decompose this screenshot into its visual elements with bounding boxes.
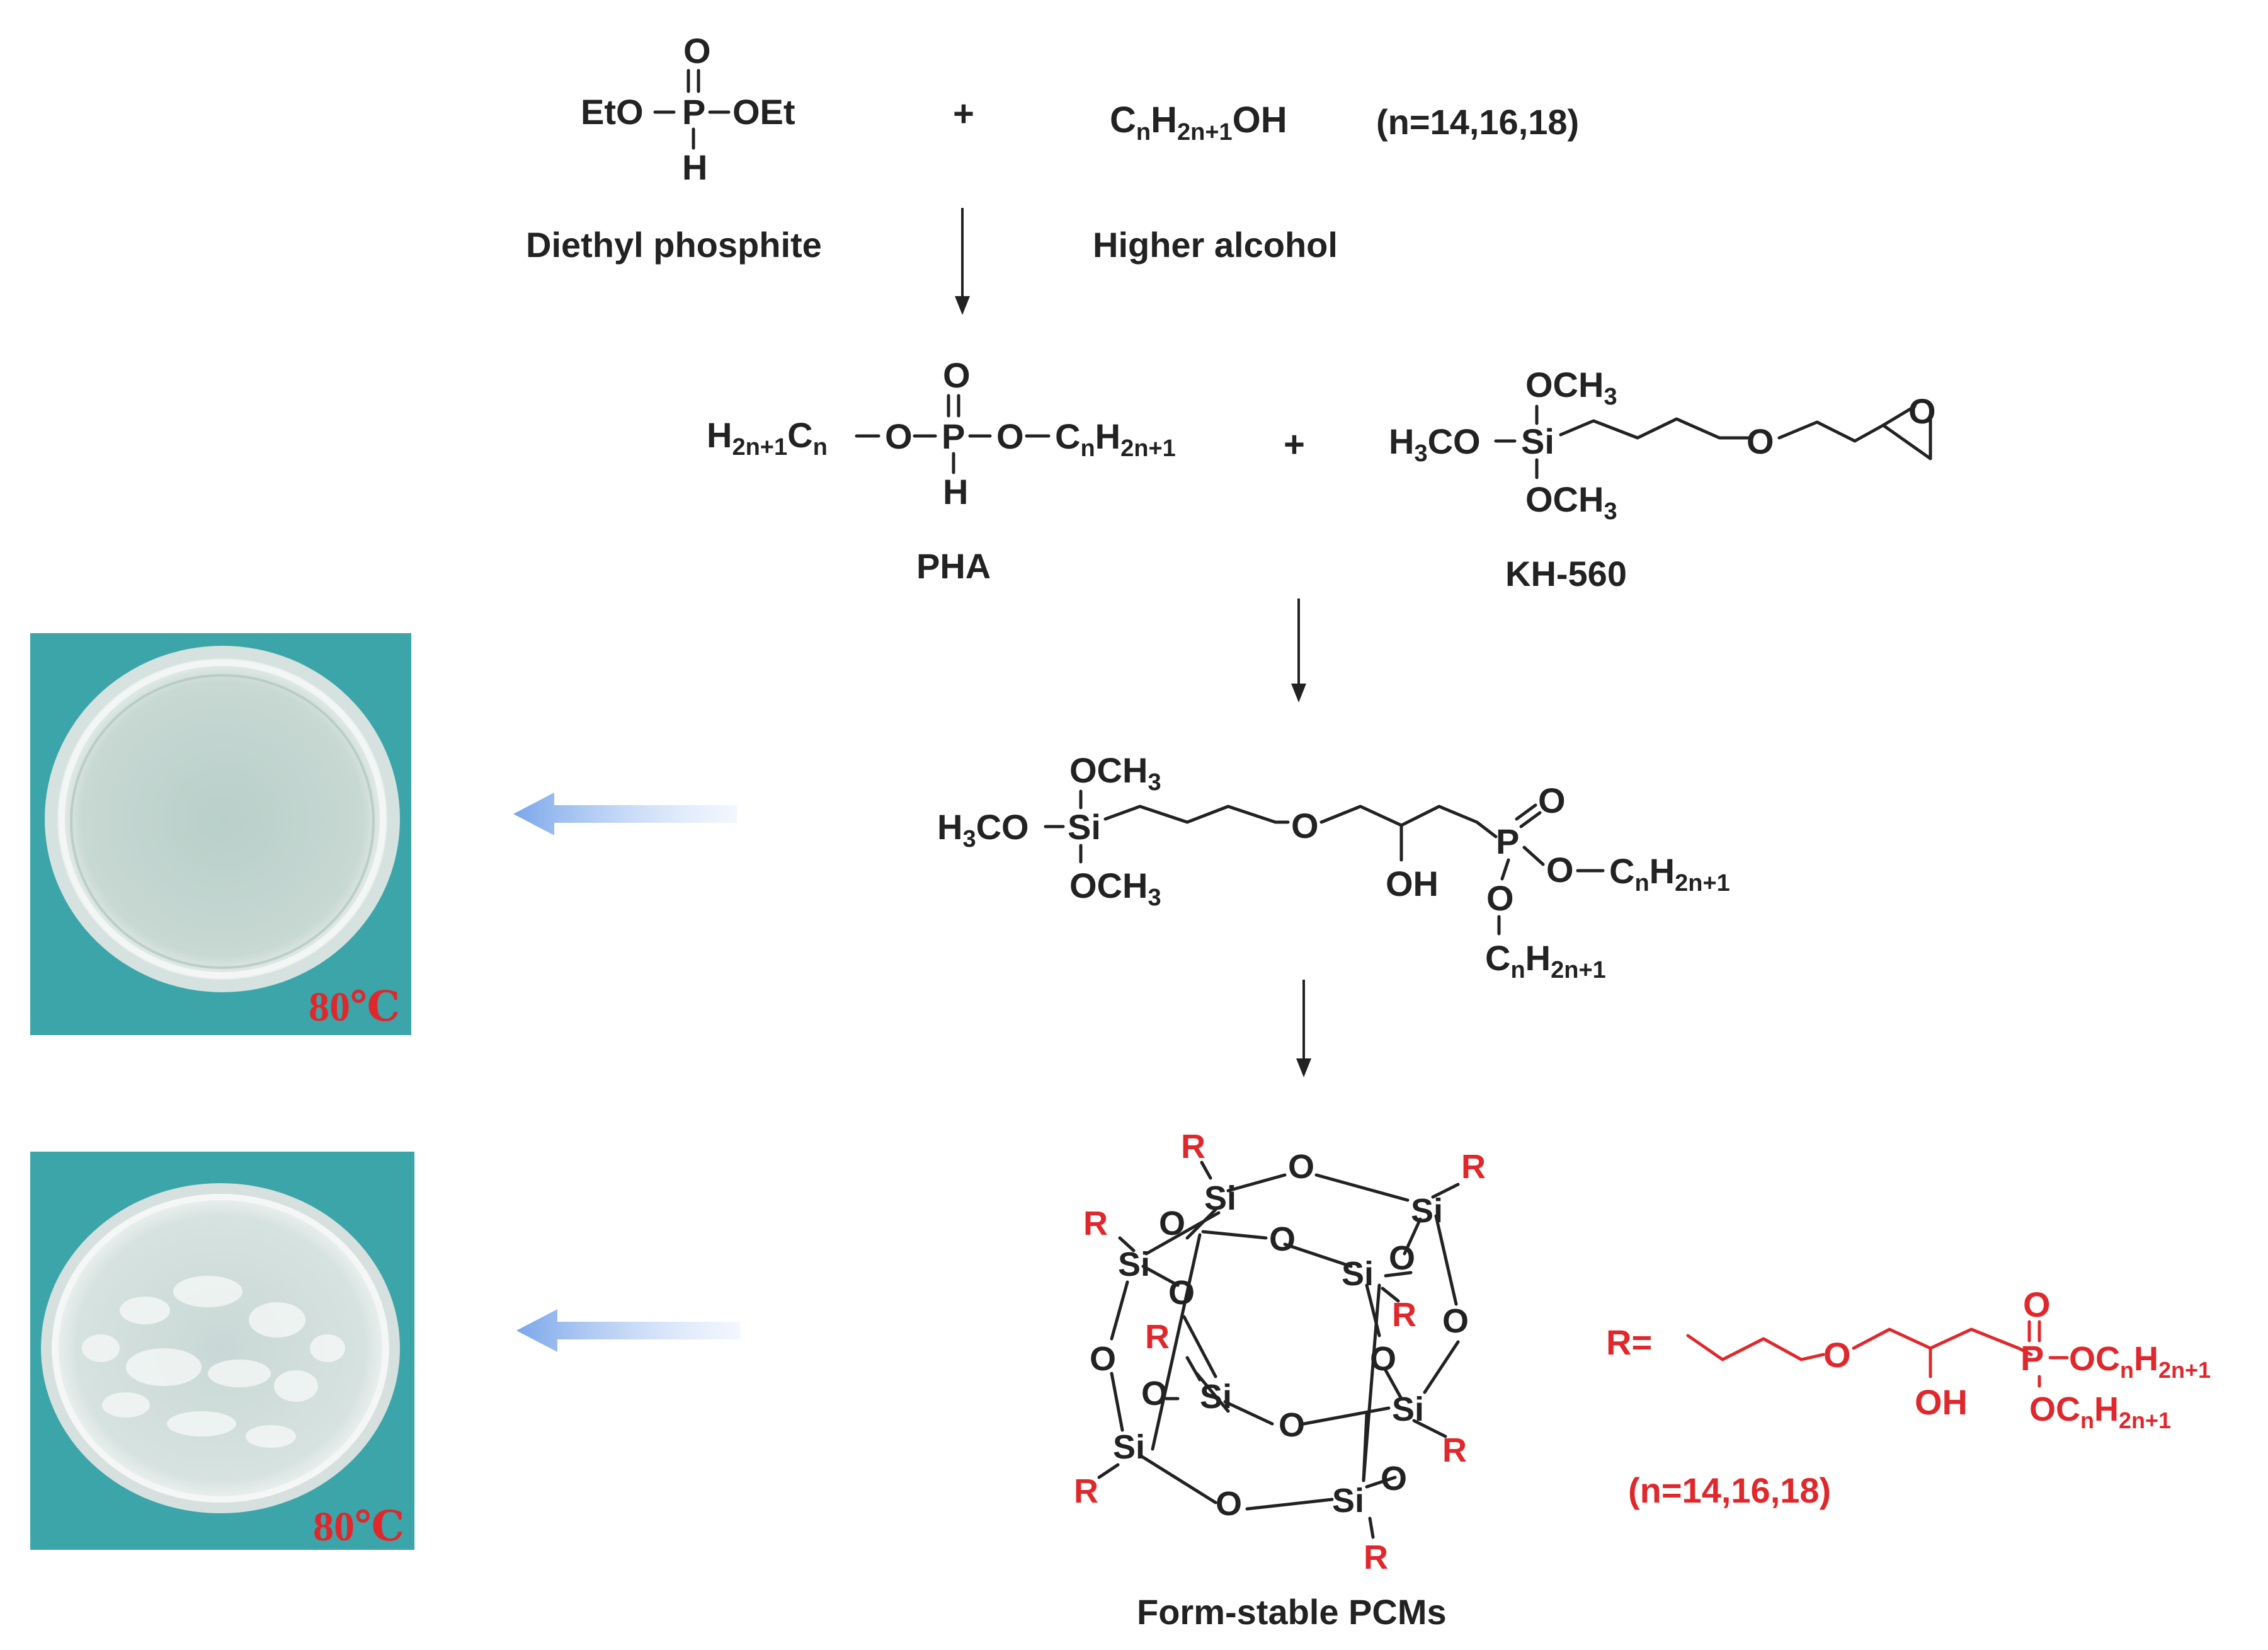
kh560-och3-bottom: OCH3 <box>1525 479 1617 525</box>
cage-r-2: R <box>1461 1148 1486 1186</box>
reaction-arrows <box>955 208 1311 1077</box>
adduct-oh-group: OH <box>1386 864 1439 903</box>
cage-si-3: Si <box>1118 1246 1150 1283</box>
r-group-definition: R= O OH P O OCnH2n+1 OCnH2n+1 (n=14,16,1… <box>1606 1285 2211 1510</box>
higher-alcohol-label: Higher alcohol <box>1093 225 1338 265</box>
form-stable-pcms-label: Form-stable PCMs <box>1137 1592 1447 1632</box>
cage-si-5: Si <box>1200 1378 1232 1416</box>
cage-o-8: O <box>1370 1340 1396 1378</box>
kh560-si-atom: Si <box>1521 421 1554 461</box>
cage-o-5: O <box>1168 1274 1195 1312</box>
poss-cage-structure: Si Si Si Si Si Si Si Si O O O O O O O O … <box>1074 1128 1486 1632</box>
adduct-right-chain: CnH2n+1 <box>1609 851 1730 897</box>
cage-o-7: O <box>1090 1340 1116 1378</box>
kh560-structure: OCH3 H3CO Si OCH3 O O KH-560 <box>1389 365 1936 593</box>
r-def-oc-chain-2: OCnH2n+1 <box>2029 1390 2171 1433</box>
cage-o-4: O <box>1389 1239 1415 1277</box>
cage-o-11: O <box>1381 1460 1407 1498</box>
n-condition-bottom: (n=14,16,18) <box>1628 1470 1831 1510</box>
kh560-epoxide-o-atom: O <box>1908 391 1936 431</box>
reaction-arrowhead-1 <box>955 296 970 315</box>
phosphite-oet-group: OEt <box>732 92 795 132</box>
pha-p-atom: P <box>942 416 965 456</box>
phosphite-eto-group: EtO <box>581 92 644 132</box>
adduct-o-right-atom: O <box>1546 850 1574 890</box>
plus-sign-2: + <box>1284 424 1305 465</box>
cage-si-2: Si <box>1411 1192 1443 1230</box>
photo-solid-80c: 80℃ <box>30 1152 414 1550</box>
pha-structure: H2n+1Cn O P O O H CnH2n+1 PHA <box>707 355 1176 586</box>
adduct-si-atom: Si <box>1068 807 1101 847</box>
adduct-p-atom: P <box>1496 822 1519 861</box>
adduct-o-down-atom: O <box>1486 878 1514 918</box>
kh560-h3co: H3CO <box>1389 421 1481 467</box>
r-def-o-atom: O <box>1823 1335 1851 1375</box>
cage-o-12: O <box>1216 1485 1242 1523</box>
blue-arrow-1 <box>513 793 737 835</box>
reaction-arrowhead-2 <box>1291 684 1306 702</box>
cage-r-1: R <box>1181 1128 1205 1166</box>
blue-arrow-2 <box>516 1309 740 1352</box>
cage-o-2: O <box>1159 1205 1185 1242</box>
cage-r-7: R <box>1074 1472 1098 1510</box>
cage-r-8: R <box>1364 1538 1388 1576</box>
alcohol-formula: CnH2n+1OH <box>1110 100 1287 146</box>
adduct-och3-bottom: OCH3 <box>1069 866 1161 911</box>
cage-r-3: R <box>1083 1205 1108 1242</box>
cage-si-4: Si <box>1342 1255 1374 1293</box>
adduct-down-chain: CnH2n+1 <box>1485 938 1606 983</box>
cage-o-9: O <box>1141 1375 1168 1412</box>
pha-top-o-atom: O <box>943 355 971 395</box>
phosphite-p-atom: P <box>682 92 705 132</box>
r-def-oh-group: OH <box>1915 1382 1968 1422</box>
phosphite-o-atom: O <box>683 31 711 71</box>
pha-left-chain: H2n+1Cn <box>707 415 828 461</box>
plus-sign-1: + <box>953 93 974 134</box>
cage-si-8: Si <box>1332 1482 1364 1520</box>
r-def-p-atom: P <box>2020 1338 2044 1378</box>
adduct-p-o-atom: O <box>1538 781 1566 820</box>
cage-r-4: R <box>1392 1296 1416 1334</box>
r-def-oc-chain-1: OCnH2n+1 <box>2069 1340 2211 1383</box>
cage-o-3: O <box>1269 1220 1296 1258</box>
n-condition-top: (n=14,16,18) <box>1376 102 1579 142</box>
diethyl-phosphite-structure: O EtO P OEt H Diethyl phosphite <box>526 31 822 265</box>
adduct-ether-o-atom: O <box>1291 806 1319 845</box>
photo-1-temp-label: 80℃ <box>309 984 400 1030</box>
diethyl-phosphite-label: Diethyl phosphite <box>526 225 822 265</box>
adduct-h3co: H3CO <box>937 807 1029 852</box>
pha-label: PHA <box>916 546 991 586</box>
cage-si-6: Si <box>1392 1390 1424 1428</box>
cage-o-6: O <box>1442 1302 1469 1340</box>
higher-alcohol-structure: CnH2n+1OH Higher alcohol <box>1093 100 1338 265</box>
r-def-label: R= <box>1606 1322 1652 1362</box>
photo-liquid-80c: 80℃ <box>30 633 411 1035</box>
adduct-och3-top: OCH3 <box>1069 750 1161 796</box>
pha-h-atom: H <box>943 472 968 512</box>
cage-si-7: Si <box>1113 1428 1145 1466</box>
cage-si-1: Si <box>1204 1179 1236 1217</box>
phosphite-h-atom: H <box>682 147 707 187</box>
kh560-och3-top: OCH3 <box>1525 365 1617 410</box>
reaction-arrowhead-3 <box>1296 1058 1311 1077</box>
solid-flakes <box>82 1276 345 1448</box>
pha-o1-atom: O <box>885 416 913 456</box>
adduct-structure: OCH3 H3CO Si OCH3 O OH P O O CnH2n+1 O C… <box>937 750 1730 983</box>
kh560-ether-o-atom: O <box>1747 421 1774 461</box>
pha-o2-atom: O <box>996 416 1024 456</box>
photo-2-temp-label: 80℃ <box>313 1504 404 1550</box>
cage-o-1: O <box>1288 1148 1314 1186</box>
pha-right-chain: CnH2n+1 <box>1055 416 1176 462</box>
r-def-p-o-atom: O <box>2023 1285 2051 1324</box>
cage-r-5: R <box>1145 1318 1170 1356</box>
kh560-label: KH-560 <box>1505 554 1627 593</box>
cage-r-6: R <box>1442 1431 1467 1469</box>
cage-o-10: O <box>1279 1406 1305 1444</box>
